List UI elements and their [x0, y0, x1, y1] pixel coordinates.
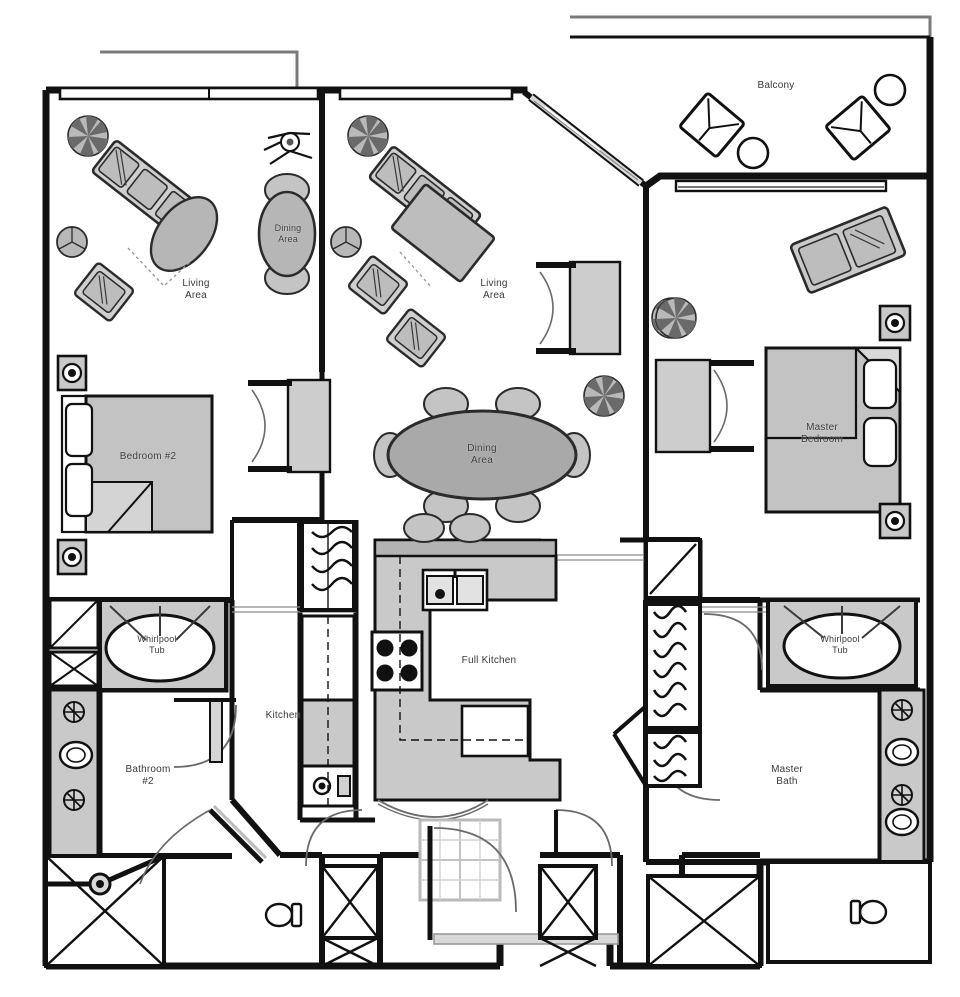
- master-dresser: [654, 358, 754, 454]
- bedroom2-furniture: [56, 354, 332, 576]
- center-dining-set: [373, 387, 591, 523]
- bedroom2-bed: [60, 394, 214, 534]
- master-nightstand-bottom: [878, 502, 912, 540]
- closets: [300, 520, 702, 788]
- kitchen-left-galley: [300, 614, 356, 808]
- left-bath-fixtures: [44, 598, 303, 968]
- bedroom2-nightstand-top: [56, 354, 88, 392]
- left-dining-set: [257, 173, 317, 295]
- master-bedroom-furniture: [654, 206, 912, 540]
- center-living-room-furniture: [330, 115, 693, 417]
- center-console-table: [536, 260, 622, 356]
- bedroom2-dresser: [248, 378, 332, 474]
- master-bath-fixtures: [646, 598, 932, 968]
- bedroom2-nightstand-bottom: [56, 538, 88, 576]
- master-nightstand-top: [878, 304, 912, 342]
- left-living-room-furniture: [56, 115, 317, 324]
- sliding-glass-door-diagonal[interactable]: [528, 93, 644, 187]
- balcony-furniture: [679, 73, 907, 170]
- entry-foyer: [305, 809, 619, 968]
- master-bed: [764, 346, 902, 514]
- full-kitchen-fixtures: [370, 513, 562, 821]
- exterior-windows: [58, 86, 888, 193]
